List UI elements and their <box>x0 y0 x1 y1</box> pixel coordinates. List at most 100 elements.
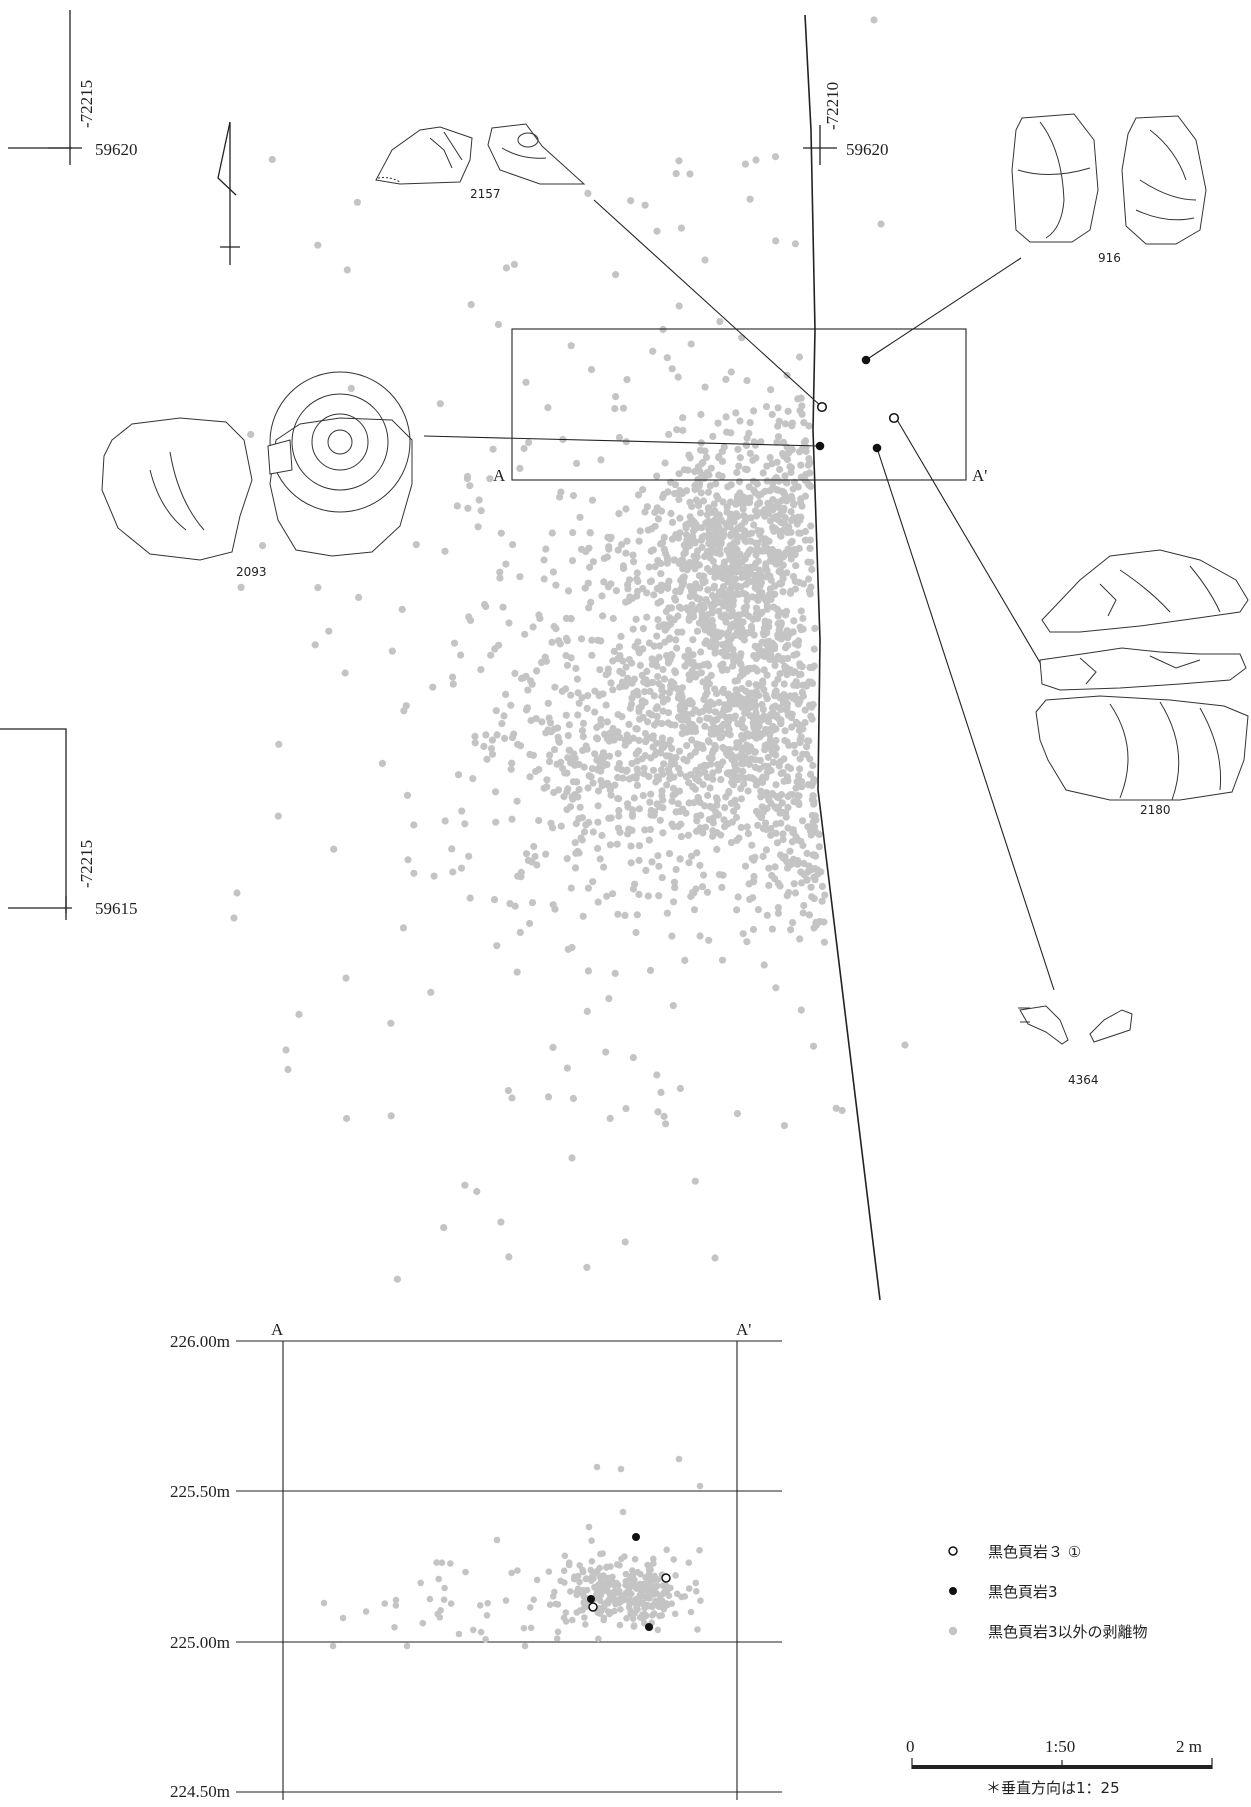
flake-dot <box>755 491 763 499</box>
flake-dot <box>644 892 652 900</box>
flake-dot <box>647 790 655 798</box>
section-flake-dot <box>477 1628 485 1636</box>
flake-dot <box>508 1094 516 1102</box>
flake-dot <box>650 642 658 650</box>
artifact-point-2157[interactable] <box>816 401 828 413</box>
flake-dot <box>663 354 671 362</box>
artifact-point-2093[interactable] <box>815 441 825 451</box>
flake-dot <box>711 708 720 716</box>
legend-label-filled: 黒色頁岩3 <box>988 1583 1058 1601</box>
flake-dot <box>803 737 812 745</box>
flake-dot <box>543 776 551 784</box>
flake-dot <box>729 601 737 609</box>
flake-dot <box>594 802 602 810</box>
section-flake-dot <box>588 1537 595 1544</box>
artifact-point-4364[interactable] <box>872 443 882 453</box>
flake-dot <box>675 470 683 478</box>
flake-dot <box>718 447 726 455</box>
flake-dot <box>612 271 620 279</box>
flake-dot <box>729 662 737 670</box>
flake-dot <box>756 531 764 539</box>
flake-dot <box>342 974 350 982</box>
flake-dot <box>799 725 807 733</box>
flake-dot <box>771 680 779 688</box>
flake-dot <box>627 842 635 850</box>
flake-dot <box>544 699 552 707</box>
flake-dot <box>693 595 701 603</box>
flake-dot <box>715 607 723 615</box>
flake-dot <box>673 426 681 434</box>
section-point-filled-2[interactable] <box>587 1595 595 1603</box>
section-point-open-2[interactable] <box>661 1573 671 1583</box>
flake-dot <box>497 529 505 537</box>
flake-dot <box>502 690 510 699</box>
section-flake-dot <box>576 1578 583 1586</box>
section-flake-dot <box>693 1588 700 1595</box>
flake-dot <box>615 806 623 815</box>
section-flake-dot <box>650 1591 657 1598</box>
flake-dot <box>457 651 465 659</box>
flake-dot <box>716 318 724 326</box>
flake-dot <box>796 755 804 763</box>
flake-dot <box>549 1043 557 1051</box>
flake-dot <box>465 613 473 621</box>
flake-dot <box>650 811 658 819</box>
flake-dot <box>678 698 686 706</box>
flake-dot <box>449 868 457 876</box>
flake-dot <box>471 732 479 741</box>
flake-dot <box>516 464 524 472</box>
flake-dot <box>615 759 624 768</box>
flake-dot <box>660 760 668 768</box>
flake-dot <box>771 645 779 653</box>
section-flake-dot <box>607 1609 615 1616</box>
flake-dot <box>493 942 501 950</box>
flake-dot <box>790 880 798 888</box>
flake-dot <box>610 647 618 656</box>
flake-dot <box>699 579 708 587</box>
flake-dot <box>653 632 661 640</box>
flake-dot <box>901 1041 909 1049</box>
flake-dot <box>734 613 743 621</box>
section-flake-dot <box>438 1559 446 1566</box>
flake-dot <box>671 790 679 798</box>
flake-dot <box>733 836 741 845</box>
flake-dot <box>747 755 755 763</box>
grid-label-tr-v: -72210 <box>823 82 842 130</box>
flake-dot <box>779 835 787 844</box>
flake-dot <box>668 797 676 805</box>
section-flake-dot <box>440 1596 448 1603</box>
artifact-point-916[interactable] <box>861 355 871 365</box>
flake-dot <box>810 895 818 903</box>
flake-dot <box>649 732 657 740</box>
flake-dot <box>739 501 747 509</box>
section-point-filled-1[interactable] <box>632 1533 640 1541</box>
flake-dot <box>809 761 817 770</box>
flake-dot <box>731 549 739 557</box>
section-flake-dot <box>593 1463 601 1471</box>
flake-dot <box>777 706 785 714</box>
section-point-filled-3[interactable] <box>645 1623 653 1631</box>
flake-dot <box>767 386 775 394</box>
section-flake-dot <box>381 1600 389 1607</box>
flake-dot <box>720 531 728 539</box>
flake-dot <box>609 686 617 694</box>
section-point-open-1[interactable] <box>588 1602 598 1612</box>
flake-dot <box>671 884 679 892</box>
artifact-point-2180[interactable] <box>888 412 900 424</box>
flake-dot <box>734 893 742 901</box>
flake-dot <box>616 652 624 660</box>
section-flake-dot <box>661 1588 668 1596</box>
flake-dot <box>674 489 682 497</box>
flake-dot <box>635 736 643 745</box>
flake-dot <box>760 686 768 694</box>
flake-dot <box>511 669 519 678</box>
flake-dot <box>744 830 753 838</box>
flake-dot <box>726 731 734 739</box>
flake-dot <box>553 760 561 768</box>
flake-dot <box>693 627 702 635</box>
section-flake-dot <box>642 1574 649 1581</box>
flake-dot <box>343 266 351 274</box>
flake-dot <box>801 437 810 445</box>
flake-dot <box>706 482 714 490</box>
flake-dot <box>597 753 605 761</box>
